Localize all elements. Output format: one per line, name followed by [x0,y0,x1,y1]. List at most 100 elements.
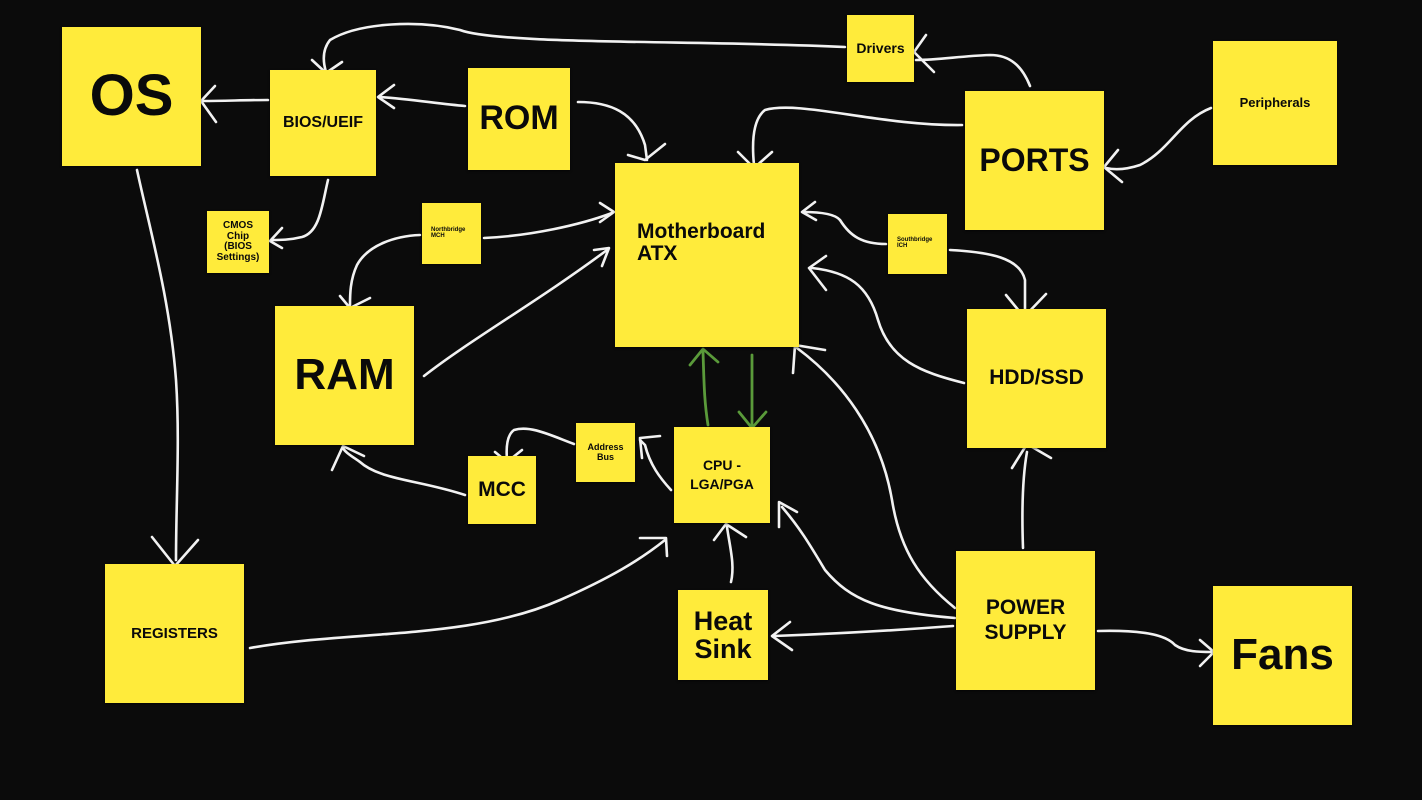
note-address-text: Address Bus [587,442,624,462]
note-northbridge-line-1: Northbridge [431,227,466,233]
arrow-power-to-heatsink-head [770,620,794,652]
note-cpu-line-2: LGA/PGA [690,476,754,492]
note-heatsink-line-1: Heat [693,605,753,636]
note-northbridge[interactable]: Northbridge MCH [422,203,481,264]
arrow-power-to-cpu-head [777,500,799,529]
arrow-power-to-fans-head [1198,638,1216,668]
arrow-power-to-fans [1096,629,1214,654]
note-ram-label: RAM [294,350,395,400]
arrow-rom-to-bios-head [376,83,396,110]
note-rom-label: ROM [479,99,559,138]
arrow-bios-to-os [201,98,270,103]
note-rom[interactable]: ROM [468,68,570,170]
arrow-ram-to-mobo-head [592,246,611,268]
note-ports-label: PORTS [979,141,1090,178]
note-heat-sink[interactable]: Heat Sink [678,590,768,680]
note-northbridge-text: Northbridge MCH [431,227,465,240]
note-southbridge-text: Southbridge ICH [897,237,932,250]
arrow-ports-to-drivers [914,53,1032,88]
note-hdd-label: HDD/SSD [989,366,1084,390]
arrow-os-to-registers [135,168,180,562]
arrow-bios-to-os-head [199,84,218,124]
arrow-ports-to-drivers-head [912,33,936,74]
arrow-bios-to-cmos-head [268,226,284,250]
arrow-heatsink-to-cpu-head [712,522,748,542]
note-southbridge-line-2: ICH [897,243,908,250]
arrow-mobo-to-cpu-head [737,410,768,430]
arrow-rom-to-mobo [576,100,649,162]
note-peripherals-label: Peripherals [1239,95,1311,111]
arrow-os-to-registers-head [150,535,200,568]
note-cmos-line-1: CMOS [223,220,253,231]
note-cpu-line-1: CPU - [702,457,742,474]
arrow-southbridge-to-mobo [801,210,888,246]
note-bios-label: BIOS/UEIF [282,113,363,131]
note-motherboard-line-2: ATX [637,242,678,265]
note-motherboard[interactable]: Motherboard ATX [615,163,799,347]
note-southbridge[interactable]: Southbridge ICH [888,214,947,274]
note-cmos-line-2: Chip [226,230,250,242]
note-ports[interactable]: PORTS [965,91,1104,230]
note-hdd-ssd[interactable]: HDD/SSD [967,309,1106,448]
note-fans[interactable]: Fans [1213,586,1352,725]
note-address-bus[interactable]: Address Bus [576,423,635,482]
note-peripherals[interactable]: Peripherals [1213,41,1337,165]
note-cmos-line-3: (BIOS [224,241,252,252]
arrow-hdd-to-mobo-head [807,254,828,292]
arrow-mcc-to-ram [341,446,467,497]
arrow-registers-to-cpu [248,538,667,650]
note-cmos-line-4: Settings) [216,251,260,263]
note-motherboard-line-1: Motherboard [637,219,766,243]
note-power-line-2: SUPPLY [984,621,1067,644]
note-ram[interactable]: RAM [275,306,414,445]
arrow-rom-to-bios [378,95,467,108]
arrow-heatsink-to-cpu [725,525,734,584]
note-registers[interactable]: REGISTERS [105,564,244,703]
arrow-ports-to-mobo [751,106,964,167]
arrow-cpu-to-address-head [638,434,662,460]
note-power-supply[interactable]: POWER SUPPLY [956,551,1095,690]
note-fans-label: Fans [1231,630,1334,680]
note-drivers-label: Drivers [856,40,905,57]
arrow-drivers-to-bios [322,22,847,74]
arrow-peripherals-to-ports-head [1102,148,1124,184]
note-motherboard-text: Motherboard ATX [637,219,766,265]
arrow-bios-to-cmos [270,178,330,242]
arrow-cpu-to-address [638,438,673,492]
arrow-cpu-to-mobo-head [688,347,720,367]
arrow-southbridge-to-hdd [948,248,1027,315]
note-mcc[interactable]: MCC [468,456,536,524]
note-address-line-2: Bus [596,451,614,462]
arrow-northbridge-to-mobo-head [598,201,616,224]
arrow-power-to-mobo [795,346,957,610]
note-cpu[interactable]: CPU - LGA/PGA [674,427,770,523]
arrow-registers-to-cpu-head [638,536,669,558]
arrow-power-to-hdd [1021,450,1029,550]
arrow-peripherals-to-ports [1104,106,1213,171]
arrow-hdd-to-mobo [810,266,966,385]
note-cmos-text: CMOS Chip (BIOS Settings) [216,220,260,263]
arrow-southbridge-to-mobo-head [800,200,818,222]
note-northbridge-line-2: MCH [431,233,445,240]
arrow-rom-to-mobo-head [626,142,667,162]
note-heatsink-line-2: Sink [694,634,752,664]
note-bios[interactable]: BIOS/UEIF [270,70,376,176]
arrow-power-to-cpu [780,505,957,620]
note-mcc-label: MCC [478,477,526,501]
note-os[interactable]: OS [62,27,201,166]
note-os-label: OS [89,63,174,129]
note-power-line-1: POWER [985,595,1066,619]
note-power-text: POWER SUPPLY [984,595,1067,644]
note-drivers[interactable]: Drivers [847,15,914,82]
arrow-northbridge-to-mobo [482,211,614,240]
note-registers-label: REGISTERS [131,624,218,642]
arrow-cpu-to-mobo [701,350,710,427]
note-heatsink-text: Heat Sink [693,605,753,664]
arrow-power-to-mobo-head [791,343,827,375]
note-cmos-chip[interactable]: CMOS Chip (BIOS Settings) [207,211,269,273]
note-address-line-1: Address [587,442,624,453]
arrow-ram-to-mobo [422,248,609,378]
arrow-mcc-to-ram-head [330,444,366,472]
arrow-northbridge-to-ram [348,233,422,307]
